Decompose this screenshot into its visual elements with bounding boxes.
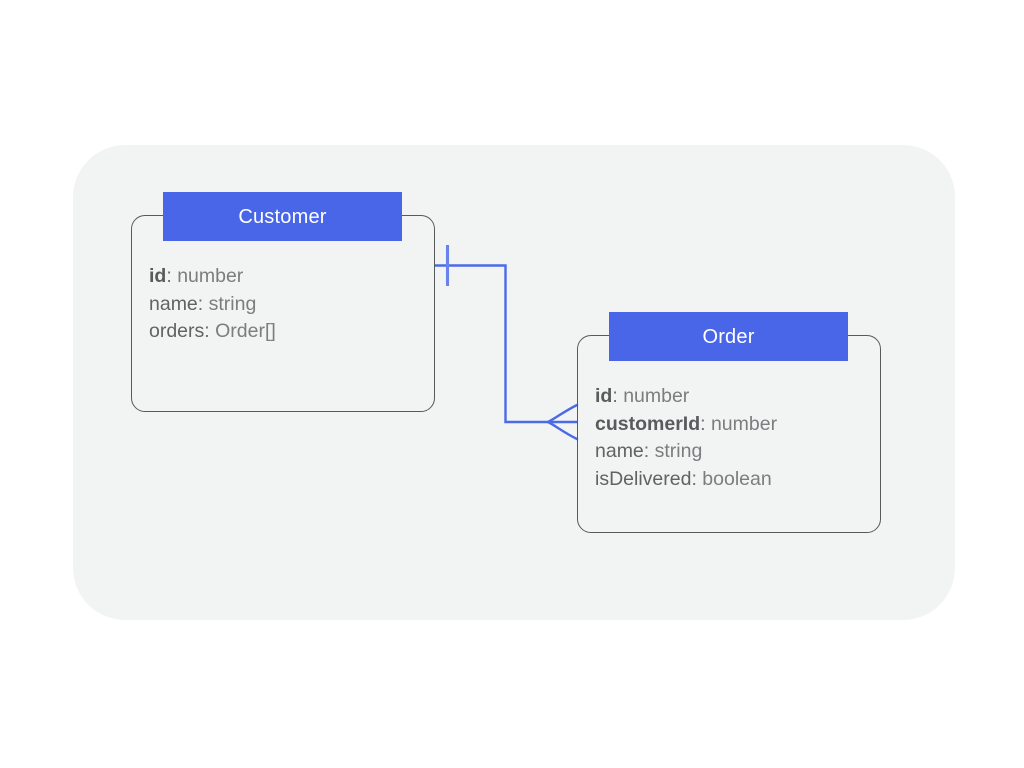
field-type: number [177,265,244,287]
field-separator: : [643,440,650,462]
field-name: isDelivered [595,467,692,490]
field-name: customerId [595,412,701,435]
field-type: number [623,385,690,407]
field-name: name [149,292,198,315]
entity-title-customer: Customer [238,205,327,228]
field-name: name [595,440,644,462]
field-type: string [208,292,257,315]
entity-header-customer[interactable]: Customer [163,192,402,241]
entity-field-row: orders: Order[] [149,318,419,346]
field-name: orders [149,320,205,342]
field-name: id [595,385,613,407]
entity-field-list-order: id: number customerId: number name: stri… [595,383,875,493]
entity-field-row: name: string [149,291,419,319]
field-name: id [149,265,167,287]
field-type: number [710,412,778,435]
entity-header-order[interactable]: Order [609,312,848,361]
field-separator: : [691,467,697,490]
field-separator: : [612,385,618,407]
entity-field-row: customerId: number [595,411,875,439]
entity-field-row: isDelivered: boolean [595,466,875,494]
field-separator: : [197,292,204,315]
field-separator: : [166,265,172,287]
field-separator: : [204,320,210,342]
entity-field-row: id: number [149,263,419,291]
entity-field-row: name: string [595,438,875,466]
field-type: string [654,440,703,462]
field-type: Order[] [215,320,276,342]
entity-field-list-customer: id: number name: string orders: Order[] [149,263,419,346]
entity-title-order: Order [702,325,755,348]
entity-field-row: id: number [595,383,875,411]
field-type: boolean [702,467,772,490]
field-separator: : [700,412,706,435]
